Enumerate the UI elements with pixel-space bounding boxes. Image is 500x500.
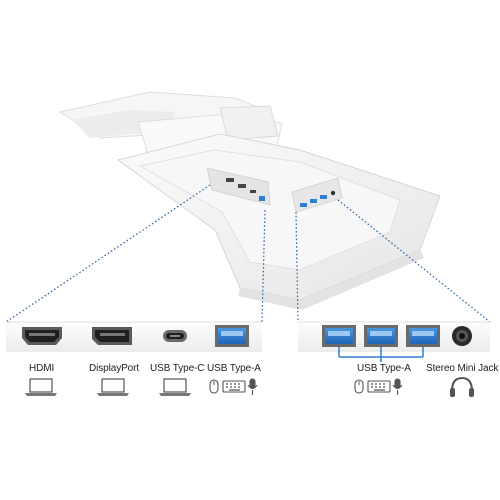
callout-lines — [5, 184, 491, 323]
usb-a-port-icon — [215, 325, 249, 347]
monitor-port-hdmi — [226, 178, 234, 182]
keyboard-icon — [222, 380, 246, 393]
callout-line-left-outer — [5, 184, 211, 323]
laptop-icon — [25, 378, 57, 396]
stereo-jack-label: Stereo Mini Jack — [426, 363, 499, 374]
keyboard-icon — [367, 380, 391, 393]
displayport-icon — [92, 327, 132, 345]
microphone-icon — [247, 378, 258, 395]
usb-c-label: USB Type-C — [150, 363, 205, 374]
headphones-icon — [450, 376, 474, 397]
microphone-icon — [392, 378, 403, 395]
monitor-port-usbc — [250, 190, 256, 193]
monitor-side-ports-right — [300, 190, 336, 207]
usb-a-port-1-icon — [322, 325, 356, 347]
usb-a-label-left: USB Type-A — [207, 363, 261, 374]
hdmi-port-icon — [22, 327, 62, 345]
monitor-rear-illustration — [58, 91, 441, 310]
usb-a-port-3-icon — [406, 325, 440, 347]
monitor-port-usba — [259, 196, 265, 201]
mouse-icon — [354, 379, 364, 394]
monitor-port-usba-3 — [320, 195, 327, 199]
hdmi-label: HDMI — [29, 363, 55, 374]
usb-c-port-icon — [163, 330, 187, 342]
monitor-side-ports-left — [226, 178, 265, 201]
usb-a-label-right: USB Type-A — [357, 363, 411, 374]
callout-line-right-inner — [295, 211, 299, 323]
laptop-icon — [159, 378, 191, 396]
stereo-jack-icon — [452, 326, 472, 346]
monitor-port-usba-1 — [300, 203, 307, 207]
displayport-label: DisplayPort — [89, 363, 140, 374]
mouse-icon — [209, 379, 219, 394]
laptop-icon — [97, 378, 129, 396]
monitor-port-dp — [238, 184, 246, 188]
usb-a-port-2-icon — [364, 325, 398, 347]
usb-group-bracket — [338, 347, 424, 362]
monitor-port-usba-2 — [310, 199, 317, 203]
monitor-port-jack — [330, 190, 336, 196]
